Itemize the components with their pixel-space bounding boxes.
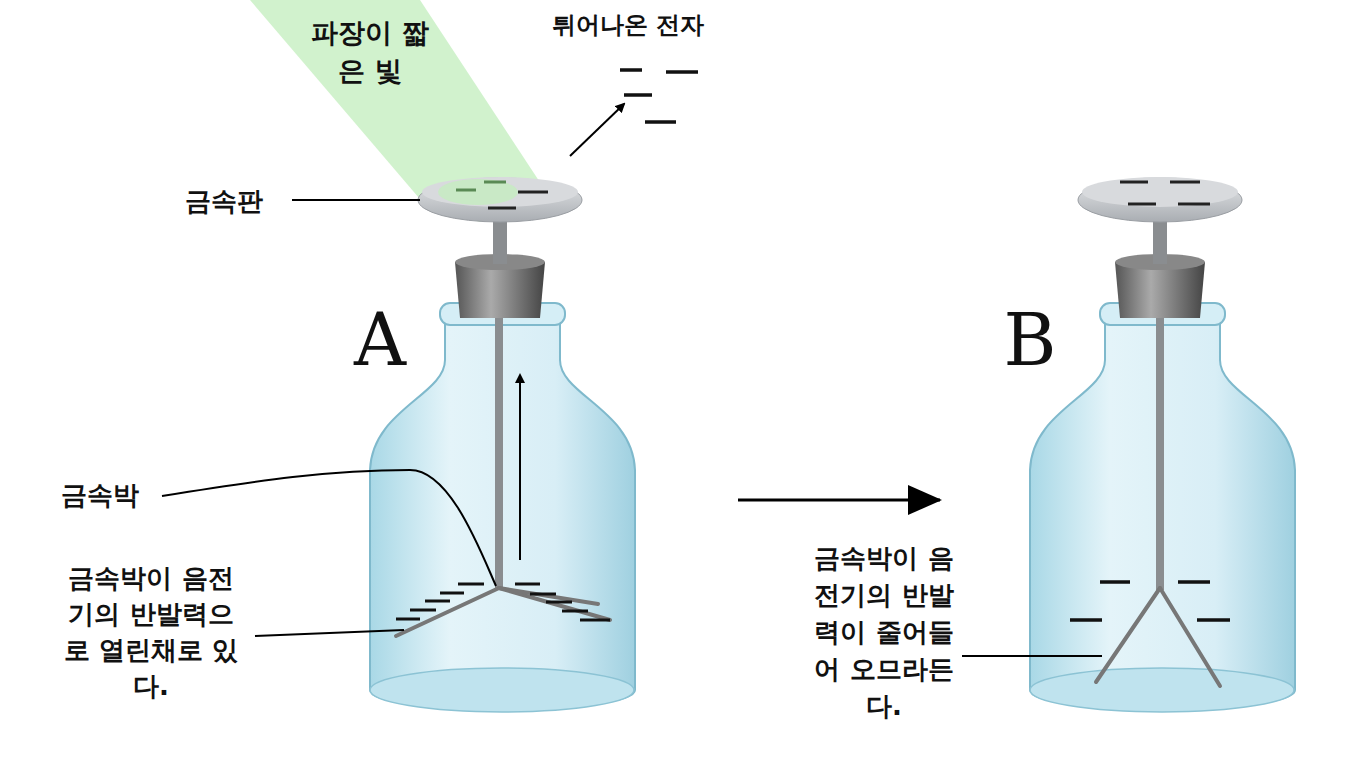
part-name: 금속판 — [160, 186, 288, 216]
electroscope-b — [1030, 177, 1295, 712]
note-text: 금속박이 음전기의 반발력이 줄어들어 오므라든다. — [808, 540, 960, 725]
note-text: 금속박이 음전기의 반발력으로 열린채로 있다. — [60, 560, 242, 704]
electroscope-a — [370, 177, 635, 712]
light-label: 파장이 짧은 빛 — [305, 14, 435, 90]
part-name: 금속박 — [40, 480, 160, 510]
panel-letter: A — [340, 300, 420, 380]
electron-label: 튀어나온 전자 — [528, 10, 728, 40]
panel-letter: B — [990, 300, 1070, 380]
